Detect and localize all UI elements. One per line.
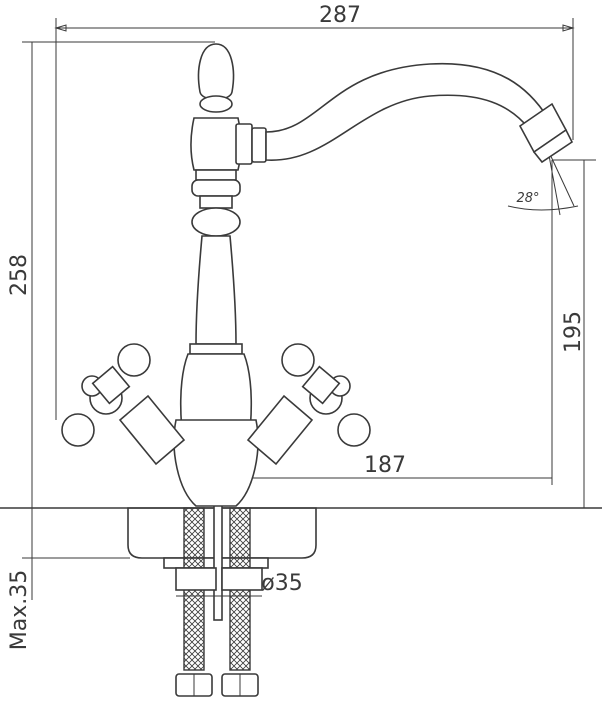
dimension-spout-height: 195 xyxy=(318,159,596,509)
height-label: 258 xyxy=(7,254,32,296)
dimension-counter-thickness: Max.35 xyxy=(7,508,33,650)
faucet-body xyxy=(173,43,574,507)
counter-thickness-label: Max.35 xyxy=(7,570,32,650)
dimension-spout-angle: 28° xyxy=(507,149,579,216)
spout-angle-label: 28° xyxy=(516,191,539,206)
right-handle xyxy=(246,343,371,466)
left-handle xyxy=(61,343,186,466)
dimension-pipe-diameter: ø35 xyxy=(176,571,303,597)
dimension-width: 287 xyxy=(54,3,575,420)
countertop-section xyxy=(0,507,602,559)
pipe-diameter-label: ø35 xyxy=(261,571,302,596)
dimension-spout-reach: 187 xyxy=(215,160,553,485)
mounting-assembly xyxy=(163,499,269,697)
spout-height-label: 195 xyxy=(561,311,586,353)
width-label: 287 xyxy=(319,3,361,28)
spout-reach-label: 187 xyxy=(364,453,406,478)
